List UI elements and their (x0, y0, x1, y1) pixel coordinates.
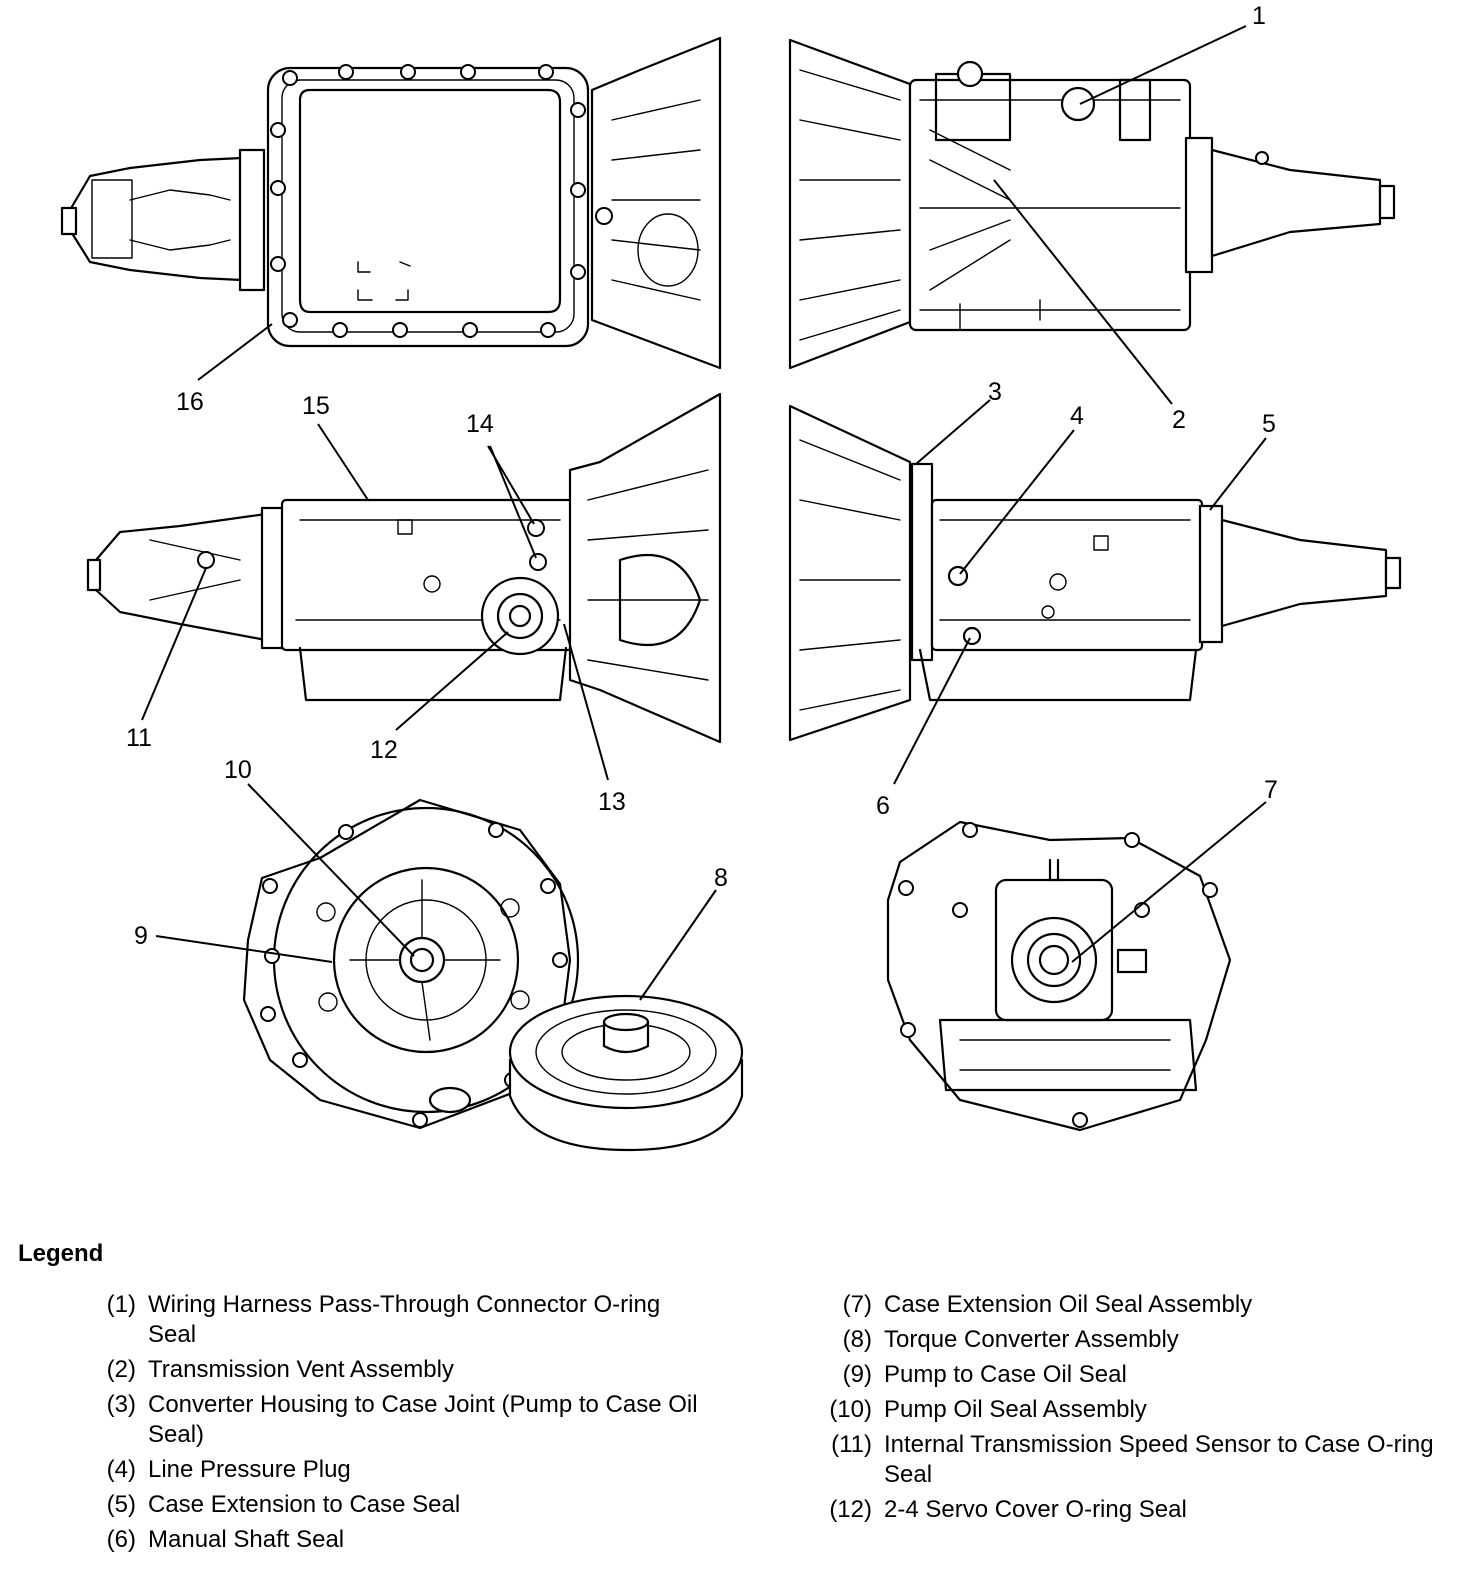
callout-9: 9 (134, 922, 148, 950)
bottom-view-illustration (60, 36, 722, 370)
legend-text: Pump to Case Oil Seal (884, 1361, 1127, 1388)
legend-item-5: (5) Case Extension to Case Seal (70, 1490, 710, 1520)
legend-column-right: (7) Case Extension Oil Seal Assembly (8)… (806, 1290, 1466, 1530)
legend-item-3: (3) Converter Housing to Case Joint (Pum… (70, 1390, 710, 1450)
callout-2: 2 (1172, 406, 1186, 434)
legend-number: (8) (842, 1326, 872, 1353)
legend-number: (5) (106, 1491, 136, 1518)
legend-item-10: (10) Pump Oil Seal Assembly (806, 1395, 1466, 1425)
callout-1: 1 (1252, 2, 1266, 30)
legend-text: Pump Oil Seal Assembly (884, 1396, 1147, 1423)
legend-title: Legend (18, 1240, 104, 1267)
legend-number: (11) (831, 1431, 872, 1458)
callout-7: 7 (1264, 776, 1278, 804)
legend-text: Converter Housing to Case Joint (Pump to… (148, 1391, 698, 1448)
legend-number: (2) (106, 1356, 136, 1383)
legend-text: Wiring Harness Pass-Through Connector O-… (148, 1291, 661, 1348)
callout-14: 14 (466, 410, 494, 438)
legend-item-6: (6) Manual Shaft Seal (70, 1525, 710, 1555)
callout-3: 3 (988, 378, 1002, 406)
callout-4: 4 (1070, 402, 1084, 430)
legend-text: Line Pressure Plug (148, 1456, 351, 1483)
legend-text: Case Extension to Case Seal (148, 1491, 461, 1518)
callout-11: 11 (126, 724, 152, 752)
legend-number: (6) (106, 1526, 136, 1553)
callout-labels: 1 2 3 4 5 6 7 8 9 10 11 12 13 14 15 16 (126, 2, 1278, 950)
legend-number: (10) (829, 1396, 872, 1423)
legend-item-7: (7) Case Extension Oil Seal Assembly (806, 1290, 1466, 1320)
legend-text: Manual Shaft Seal (148, 1526, 345, 1553)
legend-item-11: (11) Internal Transmission Speed Sensor … (806, 1430, 1466, 1490)
legend-text: Transmission Vent Assembly (148, 1356, 454, 1383)
callout-16: 16 (176, 388, 204, 416)
legend-number: (7) (842, 1291, 872, 1318)
legend-text: Case Extension Oil Seal Assembly (884, 1291, 1253, 1318)
legend-number: (1) (106, 1291, 136, 1318)
callout-5: 5 (1262, 410, 1276, 438)
legend-text: 2-4 Servo Cover O-ring Seal (884, 1496, 1187, 1523)
front-view-illustration (242, 798, 580, 1130)
legend-number: (3) (106, 1391, 136, 1418)
legend-item-2: (2) Transmission Vent Assembly (70, 1355, 710, 1385)
transmission-seal-diagram: 1 2 3 4 5 6 7 8 9 10 11 12 13 14 15 16 (60, 2, 1402, 1152)
right-side-view-illustration (788, 404, 1402, 742)
callout-8: 8 (714, 864, 728, 892)
legend-item-12: (12) 2-4 Servo Cover O-ring Seal (806, 1495, 1466, 1525)
legend-text: Internal Transmission Speed Sensor to Ca… (884, 1431, 1434, 1488)
legend-item-8: (8) Torque Converter Assembly (806, 1325, 1466, 1355)
left-side-view-illustration (86, 392, 722, 744)
legend-item-4: (4) Line Pressure Plug (70, 1455, 710, 1485)
legend-number: (9) (842, 1361, 872, 1388)
legend-number: (4) (106, 1456, 136, 1483)
torque-converter-illustration (508, 994, 744, 1152)
leader-lines (141, 25, 1267, 1001)
callout-10: 10 (224, 756, 252, 784)
legend-number: (12) (829, 1496, 872, 1523)
top-view-illustration (788, 38, 1396, 370)
legend-text: Torque Converter Assembly (884, 1326, 1179, 1353)
callout-6: 6 (876, 792, 890, 820)
callout-12: 12 (370, 736, 398, 764)
legend-item-1: (1) Wiring Harness Pass-Through Connecto… (70, 1290, 710, 1350)
callout-13: 13 (598, 788, 626, 816)
callout-15: 15 (302, 392, 330, 420)
legend-column-left: (1) Wiring Harness Pass-Through Connecto… (70, 1290, 710, 1560)
rear-view-illustration (886, 820, 1232, 1132)
legend-item-9: (9) Pump to Case Oil Seal (806, 1360, 1466, 1390)
